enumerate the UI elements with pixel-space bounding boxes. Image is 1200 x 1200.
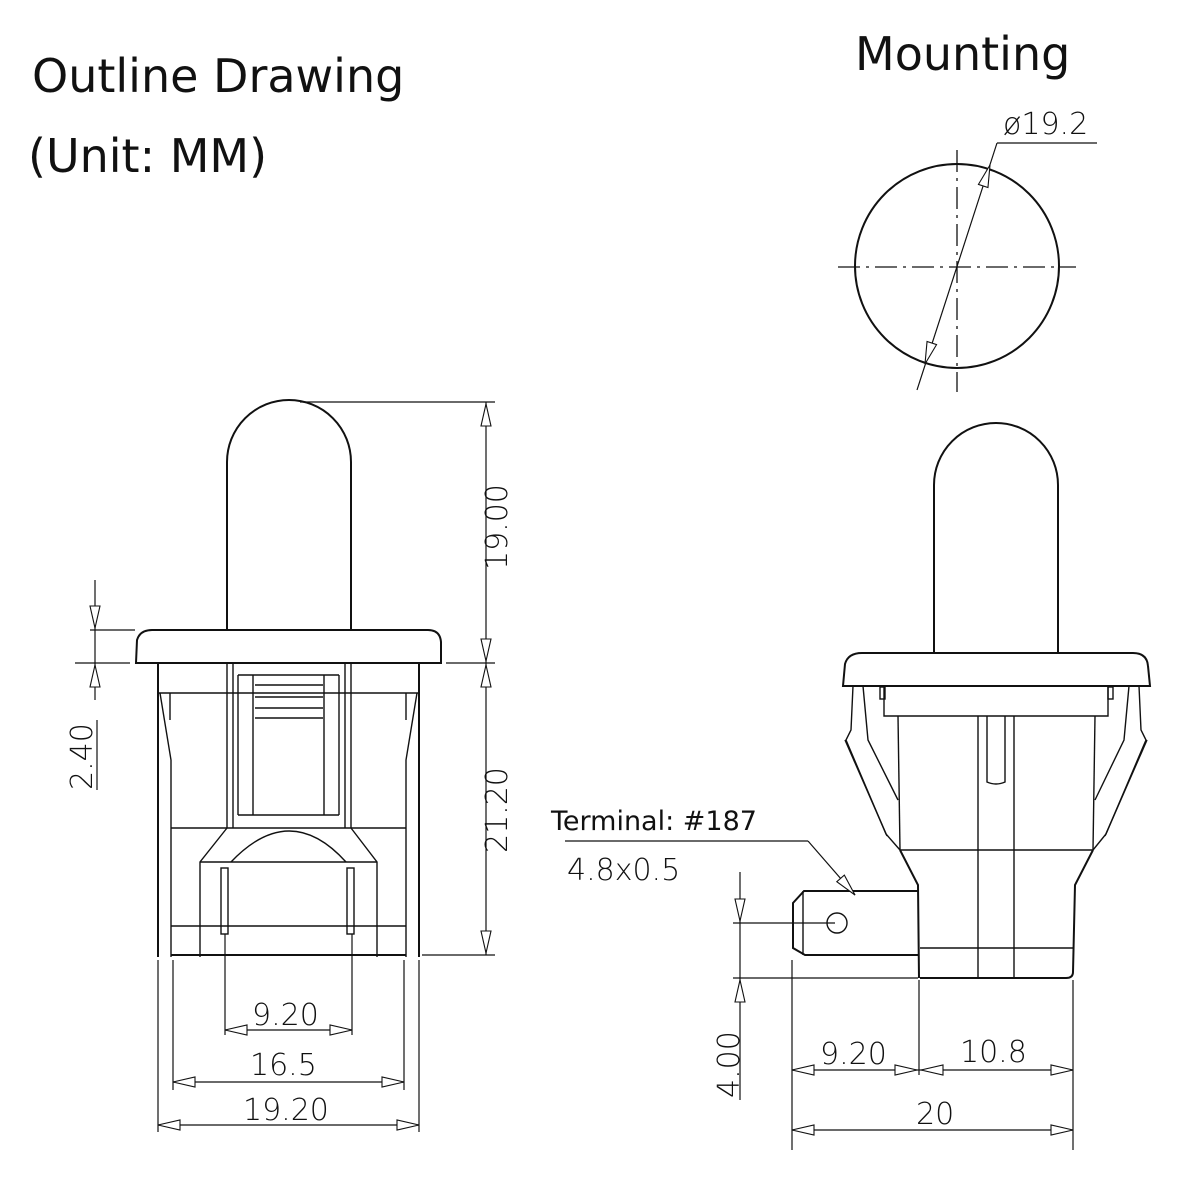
terminal-right [346,867,355,935]
side-terminal-tab [792,890,918,956]
flange-thickness-dim: 2.40 [65,723,100,790]
terminal-size-label: 4.8x0.5 [567,853,680,888]
side-plunger-cap [933,422,1059,653]
diameter-label: ø19.2 [1003,107,1088,142]
terminal-spacing-dim: 9.20 [252,998,319,1033]
terminal-label: Terminal: #187 [550,806,757,837]
inner-width-dim: 16.5 [250,1048,317,1083]
unit-label: (Unit: MM) [28,129,267,183]
terminal-left [220,867,229,935]
plunger-cap [226,399,352,631]
mounting-title: Mounting [855,27,1070,81]
outer-width-dim: 19.20 [243,1093,329,1128]
cap-height-dim: 19.00 [480,484,515,570]
drawing-title: Outline Drawing [32,49,404,103]
terminal-length-dim: 9.20 [820,1037,887,1072]
side-view: Terminal: #187 4.8x0.5 4.00 9.20 10.8 20 [550,422,1152,1150]
mounting-hole-diagram: ø19.2 [838,107,1097,392]
body-depth-dim: 10.8 [960,1035,1027,1070]
body-height-dim: 21.20 [480,767,515,853]
actuator-dome [230,830,347,863]
flange [134,629,442,664]
total-length-dim: 20 [916,1097,954,1132]
front-view: 19.00 21.20 2.40 9.20 16.5 19.20 [65,399,515,1132]
side-flange [841,652,1152,687]
terminal-offset-dim: 4.00 [712,1031,747,1098]
